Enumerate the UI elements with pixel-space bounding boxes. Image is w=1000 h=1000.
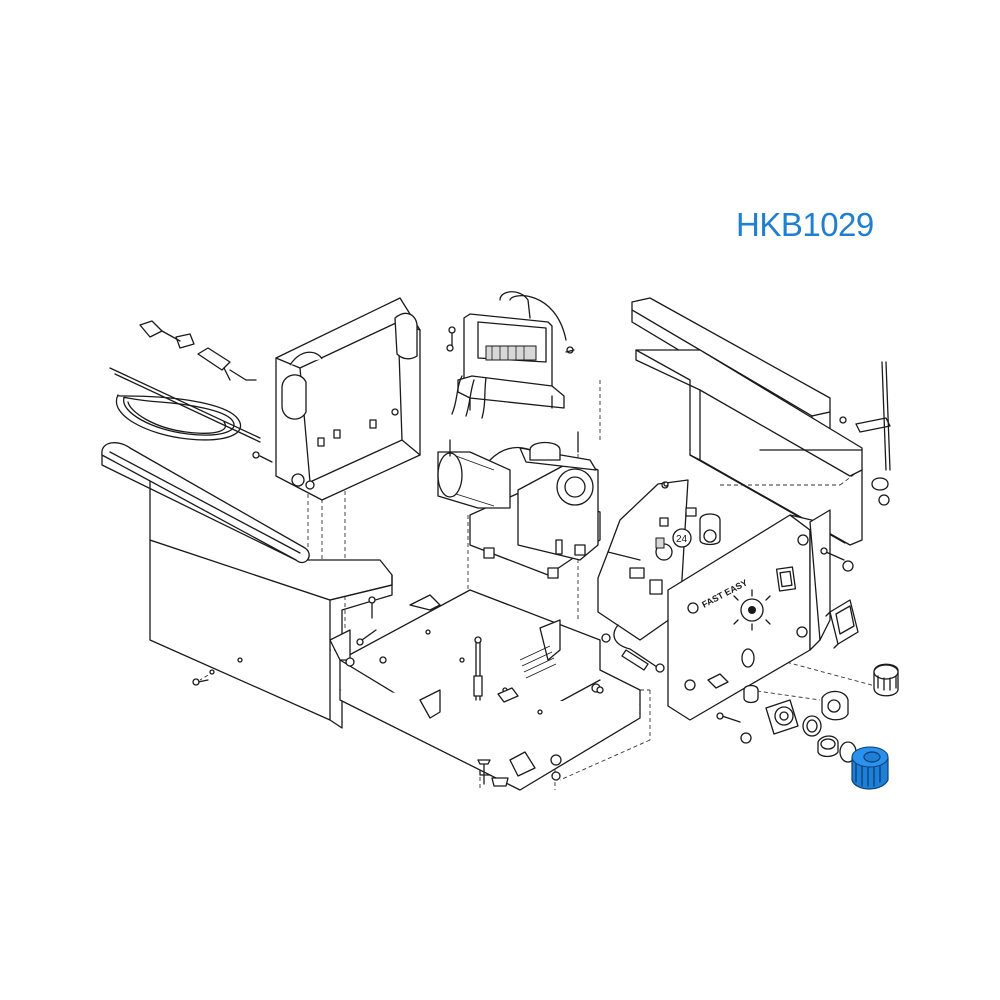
callout-24: 24	[676, 534, 688, 545]
left-side-cover	[101, 442, 393, 729]
front-panel: FAST EASY	[667, 509, 831, 721]
power-cord-assembly	[109, 320, 261, 443]
part-code-label: HKB1029	[736, 206, 874, 243]
power-switch	[825, 599, 859, 649]
control-knob-highlighted	[851, 746, 889, 790]
screws-and-fasteners	[192, 481, 854, 787]
rear-frame	[252, 297, 421, 501]
base-chassis	[329, 589, 641, 791]
pcb-board: 24	[597, 479, 721, 673]
air-pump	[437, 431, 601, 579]
transformer	[446, 291, 575, 419]
top-cover	[631, 297, 891, 546]
